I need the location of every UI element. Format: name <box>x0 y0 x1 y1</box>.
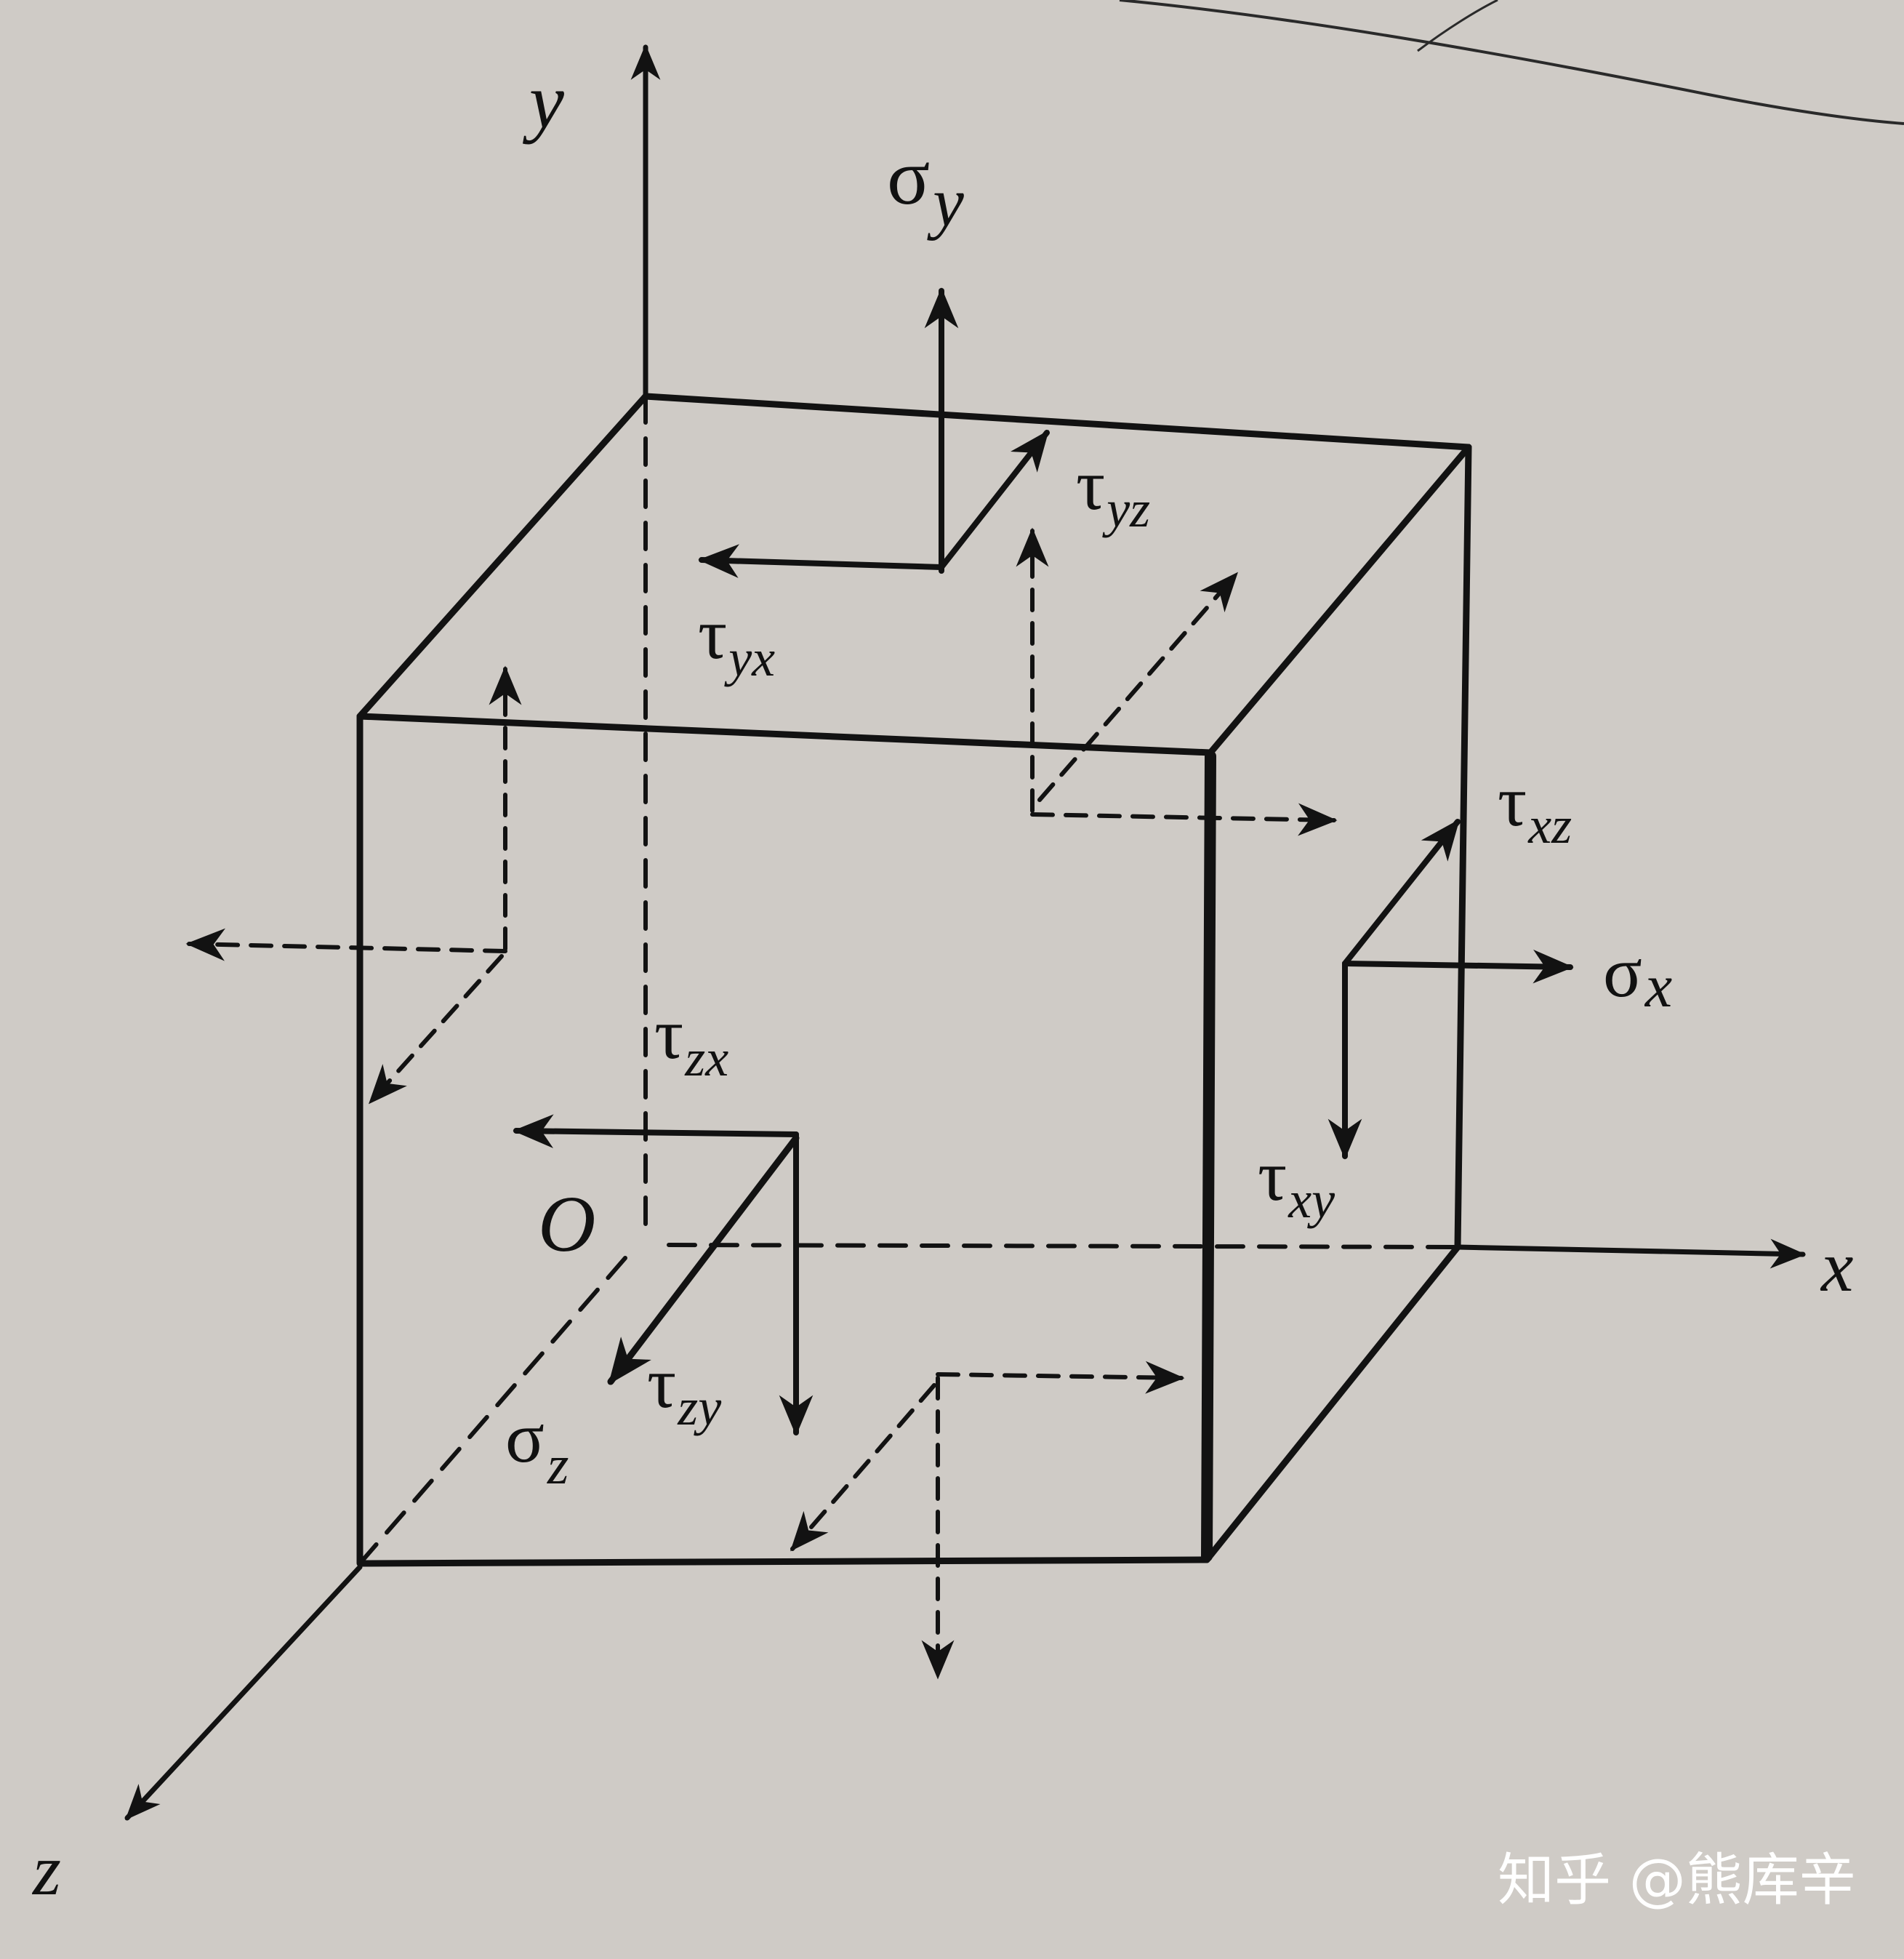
axis-label-z: z <box>31 1830 61 1910</box>
tau-yx-label: τyx <box>698 593 775 687</box>
cube-edge-bottom-right <box>1203 1243 1461 1563</box>
cube-edge-top-back <box>642 393 1472 451</box>
tau-yz-label: τyz <box>1076 444 1150 538</box>
cube-edge-front-right-bold <box>1201 750 1216 1562</box>
tau-xz-arrow <box>1342 819 1461 966</box>
bottom-shear-depth-arrow <box>790 1383 936 1552</box>
stray-sketch-line <box>1119 0 1904 125</box>
sigma-x-label: σx <box>1603 932 1672 1020</box>
hidden-edge-depth <box>358 1256 627 1566</box>
back-shear-depth-arrow <box>1037 572 1238 802</box>
z-axis-arrow <box>124 1564 363 1821</box>
origin-label: O <box>538 1179 595 1268</box>
cube-edge-right-back <box>1454 444 1472 1251</box>
hidden-edge-horizontal <box>667 1243 1460 1249</box>
cube-edge-top-left <box>356 393 649 720</box>
tau-zx-label: τzx <box>654 993 728 1087</box>
cube-edge-top-right <box>1207 444 1472 756</box>
bottom-shear-right-arrow <box>936 1361 1185 1394</box>
watermark-text: 知乎 @熊库辛 <box>1498 1848 1856 1913</box>
sigma-z-label: σz <box>505 1397 569 1496</box>
sigma-x-arrow <box>1342 949 1574 984</box>
left-shear-depth-arrow <box>368 954 504 1105</box>
tau-xz-label: τxz <box>1498 761 1572 854</box>
sigma-z-arrow <box>607 1134 800 1385</box>
axis-label-y: y <box>522 58 564 145</box>
tau-yx-arrow <box>698 544 944 578</box>
sigma-y-label: σy <box>887 132 964 241</box>
stray-sketch-line-2 <box>1417 0 1498 52</box>
axis-label-x: x <box>1820 1226 1853 1307</box>
x-axis-arrow <box>1455 1238 1807 1269</box>
left-normal-out-arrow <box>185 928 507 961</box>
tau-xy-label: τxy <box>1258 1135 1335 1229</box>
back-normal-right-arrow <box>1030 803 1338 836</box>
tau-yz-arrow <box>939 430 1050 570</box>
tau-zy-label: τzy <box>647 1342 721 1436</box>
tau-zx-arrow <box>513 1114 799 1148</box>
